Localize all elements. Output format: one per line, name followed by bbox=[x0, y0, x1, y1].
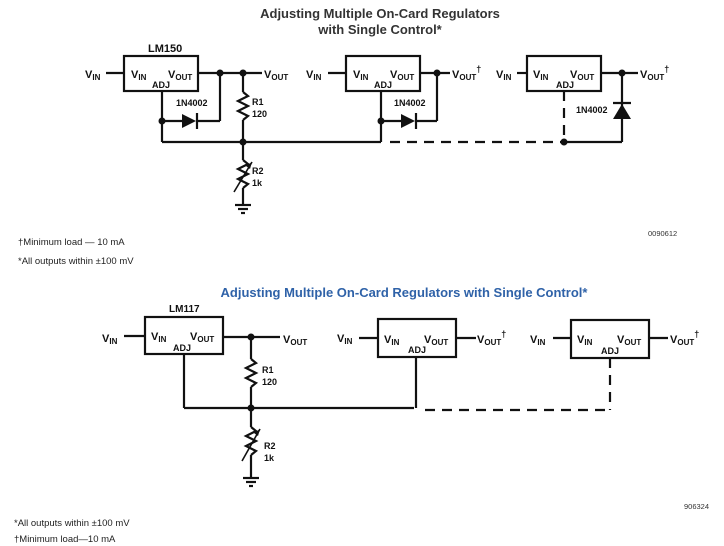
top-regulator-3: VIN VIN VOUT ADJ VOUT† 1N4002 bbox=[496, 54, 669, 146]
resistor-r2-icon bbox=[243, 426, 259, 456]
arrow-head-icon bbox=[246, 162, 252, 169]
input-label: VIN bbox=[306, 69, 322, 82]
r1-name: R1 bbox=[262, 365, 274, 375]
regulator-part-label: LM117 bbox=[169, 304, 200, 315]
bottom-regulator-1: LM117 VIN VOUT ADJ VIN VOUT R1 120 R2 1k bbox=[102, 304, 414, 488]
r1-value: 120 bbox=[252, 109, 267, 119]
r1-value: 120 bbox=[262, 377, 277, 387]
input-label: VIN bbox=[530, 334, 546, 347]
ground-icon bbox=[235, 203, 251, 215]
diode-part-label: 1N4002 bbox=[576, 105, 608, 115]
top-title-line1: Adjusting Multiple On-Card Regulators bbox=[260, 6, 500, 21]
output-label: VOUT† bbox=[670, 329, 699, 347]
pin-vin: VIN bbox=[384, 334, 400, 347]
input-label: VIN bbox=[496, 69, 512, 82]
bottom-note-1: *All outputs within ±100 mV bbox=[14, 518, 130, 529]
resistor-r1-icon bbox=[243, 358, 259, 388]
resistor-r2-icon bbox=[235, 159, 251, 189]
pin-vout: VOUT bbox=[168, 69, 192, 82]
pin-adj: ADJ bbox=[408, 345, 426, 355]
arrow-head-icon bbox=[254, 429, 260, 436]
top-note-1: †Minimum load — 10 mA bbox=[18, 237, 125, 248]
regulator-box bbox=[376, 317, 458, 359]
regulator-box bbox=[569, 318, 651, 360]
input-label: VIN bbox=[337, 333, 353, 346]
ground-icon bbox=[243, 476, 259, 488]
bottom-regulator-3: VIN VIN VOUT ADJ VOUT† bbox=[530, 318, 699, 410]
pin-adj: ADJ bbox=[374, 80, 392, 90]
regulator-part-label: LM150 bbox=[148, 43, 182, 55]
pin-adj: ADJ bbox=[173, 343, 191, 353]
output-label: VOUT† bbox=[452, 64, 481, 82]
bottom-diagram: Adjusting Multiple On-Card Regulators wi… bbox=[14, 285, 709, 545]
pin-adj: ADJ bbox=[152, 80, 170, 90]
top-diagram: Adjusting Multiple On-Card Regulators wi… bbox=[18, 6, 677, 267]
diode-part-label: 1N4002 bbox=[394, 98, 426, 108]
r2-name: R2 bbox=[252, 166, 264, 176]
pin-vout: VOUT bbox=[190, 331, 214, 344]
output-label: VOUT† bbox=[477, 329, 506, 347]
bottom-figure-code: 906324 bbox=[684, 502, 709, 511]
r2-name: R2 bbox=[264, 441, 276, 451]
pin-vout: VOUT bbox=[570, 69, 594, 82]
bottom-regulator-2: VIN VIN VOUT ADJ VOUT† bbox=[337, 317, 610, 412]
pin-vout: VOUT bbox=[424, 334, 448, 347]
pin-vin: VIN bbox=[131, 69, 147, 82]
diode-icon bbox=[182, 114, 196, 128]
diode-part-label: 1N4002 bbox=[176, 98, 208, 108]
top-figure-code: 0090612 bbox=[648, 229, 677, 238]
diode-icon bbox=[401, 114, 415, 128]
top-title-line2: with Single Control* bbox=[317, 22, 442, 37]
r1-name: R1 bbox=[252, 97, 264, 107]
pin-vout: VOUT bbox=[390, 69, 414, 82]
pin-vin: VIN bbox=[577, 334, 593, 347]
diode-icon bbox=[613, 104, 631, 119]
pin-vin: VIN bbox=[151, 331, 167, 344]
pin-adj: ADJ bbox=[601, 346, 619, 356]
input-label: VIN bbox=[102, 333, 118, 346]
r2-value: 1k bbox=[264, 453, 275, 463]
bottom-title: Adjusting Multiple On-Card Regulators wi… bbox=[221, 285, 589, 300]
top-regulator-2: VIN VIN VOUT ADJ VOUT† 1N4002 bbox=[306, 54, 562, 144]
r2-value: 1k bbox=[252, 178, 263, 188]
input-label: VIN bbox=[85, 69, 101, 82]
pin-vout: VOUT bbox=[617, 334, 641, 347]
bottom-note-2: †Minimum load—10 mA bbox=[14, 534, 116, 545]
top-regulator-1: LM150 VIN VOUT ADJ VIN VOUT 1N4002 bbox=[85, 43, 381, 215]
pin-vin: VIN bbox=[533, 69, 549, 82]
pin-adj: ADJ bbox=[556, 80, 574, 90]
resistor-r1-icon bbox=[235, 91, 251, 121]
output-label: VOUT bbox=[264, 69, 288, 82]
output-label: VOUT† bbox=[640, 64, 669, 82]
top-note-2: *All outputs within ±100 mV bbox=[18, 256, 134, 267]
pin-vin: VIN bbox=[353, 69, 369, 82]
output-label: VOUT bbox=[283, 334, 307, 347]
